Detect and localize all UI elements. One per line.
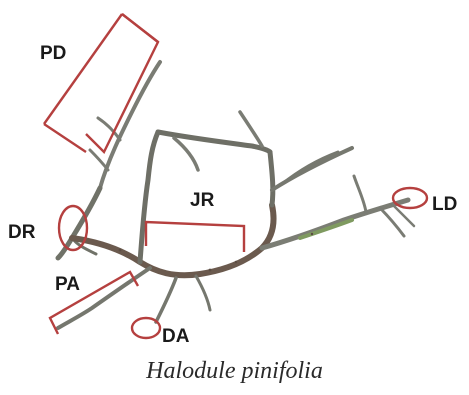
jr-bracket <box>146 222 244 252</box>
species-caption: Halodule pinifolia <box>0 358 469 385</box>
root-left-branch <box>98 118 120 140</box>
label-pd: PD <box>40 43 66 64</box>
label-ld: LD <box>432 194 457 215</box>
label-dr: DR <box>8 222 36 243</box>
sprig-loop-2 <box>240 112 262 146</box>
rhizome-right-leafbase <box>300 220 352 238</box>
root-da <box>156 278 176 322</box>
label-pa: PA <box>55 274 80 295</box>
da-ellipse <box>132 318 160 338</box>
pd-bracket-line <box>44 14 122 124</box>
annotation-markers <box>44 14 427 338</box>
branch-ld-1 <box>354 176 366 212</box>
root-left-branch-2 <box>90 150 108 170</box>
root-pa-2 <box>196 276 210 310</box>
pd-bracket-side <box>44 124 86 152</box>
plant-specimen <box>58 62 414 328</box>
rhizome-loop-left <box>140 132 158 262</box>
label-da: DA <box>162 326 190 347</box>
pd-bracket-top <box>122 14 158 42</box>
sprig-loop-1 <box>174 138 198 170</box>
label-jr: JR <box>190 190 215 211</box>
rhizome-loop-right <box>270 152 273 205</box>
ld-ellipse <box>393 188 427 208</box>
part-labels: PD JR DR PA DA LD <box>8 43 457 347</box>
dr-ellipse <box>59 206 87 250</box>
